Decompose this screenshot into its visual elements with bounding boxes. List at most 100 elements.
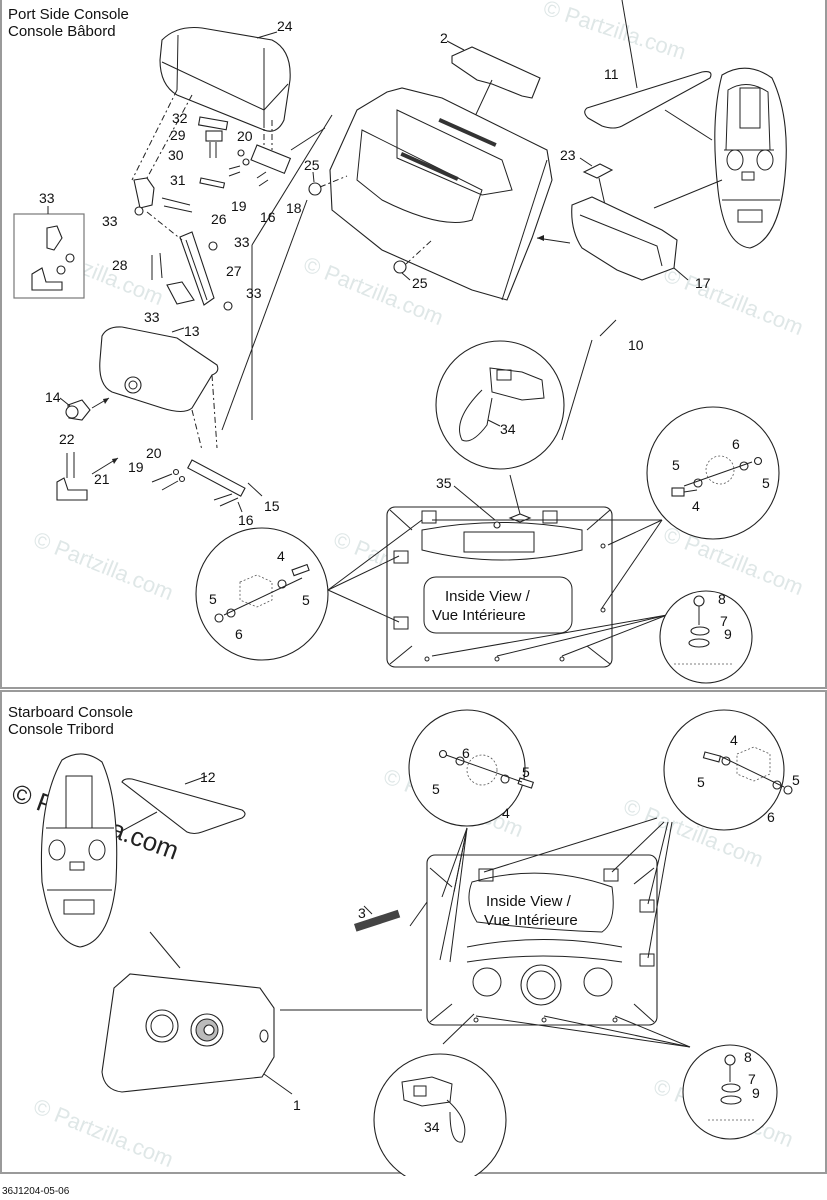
detail-circle-bolt-assembly-b xyxy=(195,519,423,661)
callout-6: 6 xyxy=(732,436,740,452)
callout-35: 35 xyxy=(436,475,452,491)
callout-2: 2 xyxy=(440,30,448,46)
callout-6: 6 xyxy=(462,745,470,761)
callout-26: 26 xyxy=(211,211,227,227)
callout-16: 16 xyxy=(260,209,276,225)
callout-25: 25 xyxy=(304,157,320,173)
inside-view-plate-bottom: Inside View / Vue Intérieure xyxy=(409,817,691,1048)
part-13-lower-cushion xyxy=(59,326,219,451)
port-side-console-panel: Port Side Console Console Bâbord © Partz… xyxy=(0,0,827,689)
detail-circle-screw-washers xyxy=(659,590,753,684)
part-1-console-body xyxy=(101,931,422,1095)
inside-view-plate-top: Inside View / Vue Intérieure xyxy=(386,474,668,668)
detail-circle-zip-tie xyxy=(435,340,565,470)
callout-33: 33 xyxy=(246,285,262,301)
inside-view-label-1: Inside View / xyxy=(445,588,531,605)
callout-29: 29 xyxy=(170,127,186,143)
callout-7: 7 xyxy=(748,1071,756,1087)
callout-18: 18 xyxy=(286,200,302,216)
part-24-backrest xyxy=(159,26,291,132)
callout-5: 5 xyxy=(762,475,770,491)
callout-19: 19 xyxy=(231,198,247,214)
part-11-mat xyxy=(584,0,713,141)
callout-9: 9 xyxy=(752,1085,760,1101)
callout-25: 25 xyxy=(412,275,428,291)
callout-4: 4 xyxy=(692,498,700,514)
callout-3: 3 xyxy=(358,905,366,921)
callout-19: 19 xyxy=(128,459,144,475)
callouts: 24 2 11 32 29 20 30 25 23 31 19 16 18 33… xyxy=(39,18,770,642)
inside-view-label-2: Vue Intérieure xyxy=(484,912,578,929)
callout-17: 17 xyxy=(695,275,711,291)
callout-16: 16 xyxy=(238,512,254,528)
callout-5: 5 xyxy=(209,591,217,607)
section-title-fr: Console Bâbord xyxy=(8,23,116,40)
section-title-en: Starboard Console xyxy=(8,704,134,721)
detail-circle-zip-tie xyxy=(373,1053,507,1176)
part-15-hinge-bracket xyxy=(56,452,263,513)
callout-5: 5 xyxy=(792,772,800,788)
callout-5: 5 xyxy=(302,592,310,608)
part-33-detail-box xyxy=(13,206,85,299)
part-10-console-shell xyxy=(221,87,617,441)
callout-34: 34 xyxy=(424,1119,440,1135)
callout-23: 23 xyxy=(560,147,576,163)
callout-6: 6 xyxy=(767,809,775,825)
callout-22: 22 xyxy=(59,431,75,447)
callout-4: 4 xyxy=(730,732,738,748)
callout-28: 28 xyxy=(112,257,128,273)
inside-view-label-2: Vue Intérieure xyxy=(432,607,526,624)
callout-30: 30 xyxy=(168,147,184,163)
callout-33: 33 xyxy=(234,234,250,250)
detail-circle-bolt-assembly-a xyxy=(646,406,780,540)
part-23-pad xyxy=(579,157,614,206)
watermark: © Partzilla.com xyxy=(540,0,689,65)
backrest-hardware xyxy=(131,89,326,216)
part-3-spring xyxy=(354,905,401,932)
watermark: © Partzilla.com xyxy=(30,1093,177,1172)
callout-34: 34 xyxy=(500,421,516,437)
detail-circle-bolt-assembly-b xyxy=(663,709,793,831)
section-title-en: Port Side Console xyxy=(8,6,129,23)
callout-8: 8 xyxy=(718,591,726,607)
callout-12: 12 xyxy=(200,769,216,785)
callout-5: 5 xyxy=(697,774,705,790)
callout-4: 4 xyxy=(277,548,285,564)
callout-13: 13 xyxy=(184,323,200,339)
callout-33-box: 33 xyxy=(39,190,55,206)
watermark: © Partzilla.com xyxy=(660,261,807,340)
callout-32: 32 xyxy=(172,110,188,126)
callout-11: 11 xyxy=(604,66,619,82)
diagram-code: 36J1204-05-06 xyxy=(2,1186,70,1197)
starboard-console-diagram: © Partzilla.com © Partzilla.com © Partzi… xyxy=(8,709,800,1176)
callout-24: 24 xyxy=(277,18,293,34)
callout-7: 7 xyxy=(720,613,728,629)
callout-9: 9 xyxy=(724,626,732,642)
callout-6: 6 xyxy=(235,626,243,642)
callout-27: 27 xyxy=(226,263,242,279)
part-27-arm xyxy=(146,211,233,311)
callout-21: 21 xyxy=(94,471,110,487)
callout-5: 5 xyxy=(672,457,680,473)
part-17-tray xyxy=(536,179,723,281)
callout-20: 20 xyxy=(237,128,253,144)
callouts: 12 6 5 5 4 4 5 5 6 3 1 34 8 7 9 xyxy=(200,732,800,1135)
callout-4: 4 xyxy=(502,805,510,821)
starboard-console-panel: Starboard Console Console Tribord © Part… xyxy=(0,690,827,1176)
detail-circle-bolt-assembly-a xyxy=(408,709,535,827)
callout-15: 15 xyxy=(264,498,280,514)
callout-8: 8 xyxy=(744,1049,752,1065)
callout-33: 33 xyxy=(144,309,160,325)
callout-10: 10 xyxy=(628,337,644,353)
callout-20: 20 xyxy=(146,445,162,461)
boat-top-view xyxy=(40,753,118,948)
boat-top-view xyxy=(714,67,787,249)
callout-1: 1 xyxy=(293,1097,301,1113)
watermark: © Partzilla.com xyxy=(30,526,177,605)
part-12-mat xyxy=(119,775,246,835)
callout-31: 31 xyxy=(170,172,186,188)
callout-5: 5 xyxy=(432,781,440,797)
callout-33: 33 xyxy=(102,213,118,229)
callout-14: 14 xyxy=(45,389,61,405)
part-25-plugs xyxy=(308,171,433,281)
